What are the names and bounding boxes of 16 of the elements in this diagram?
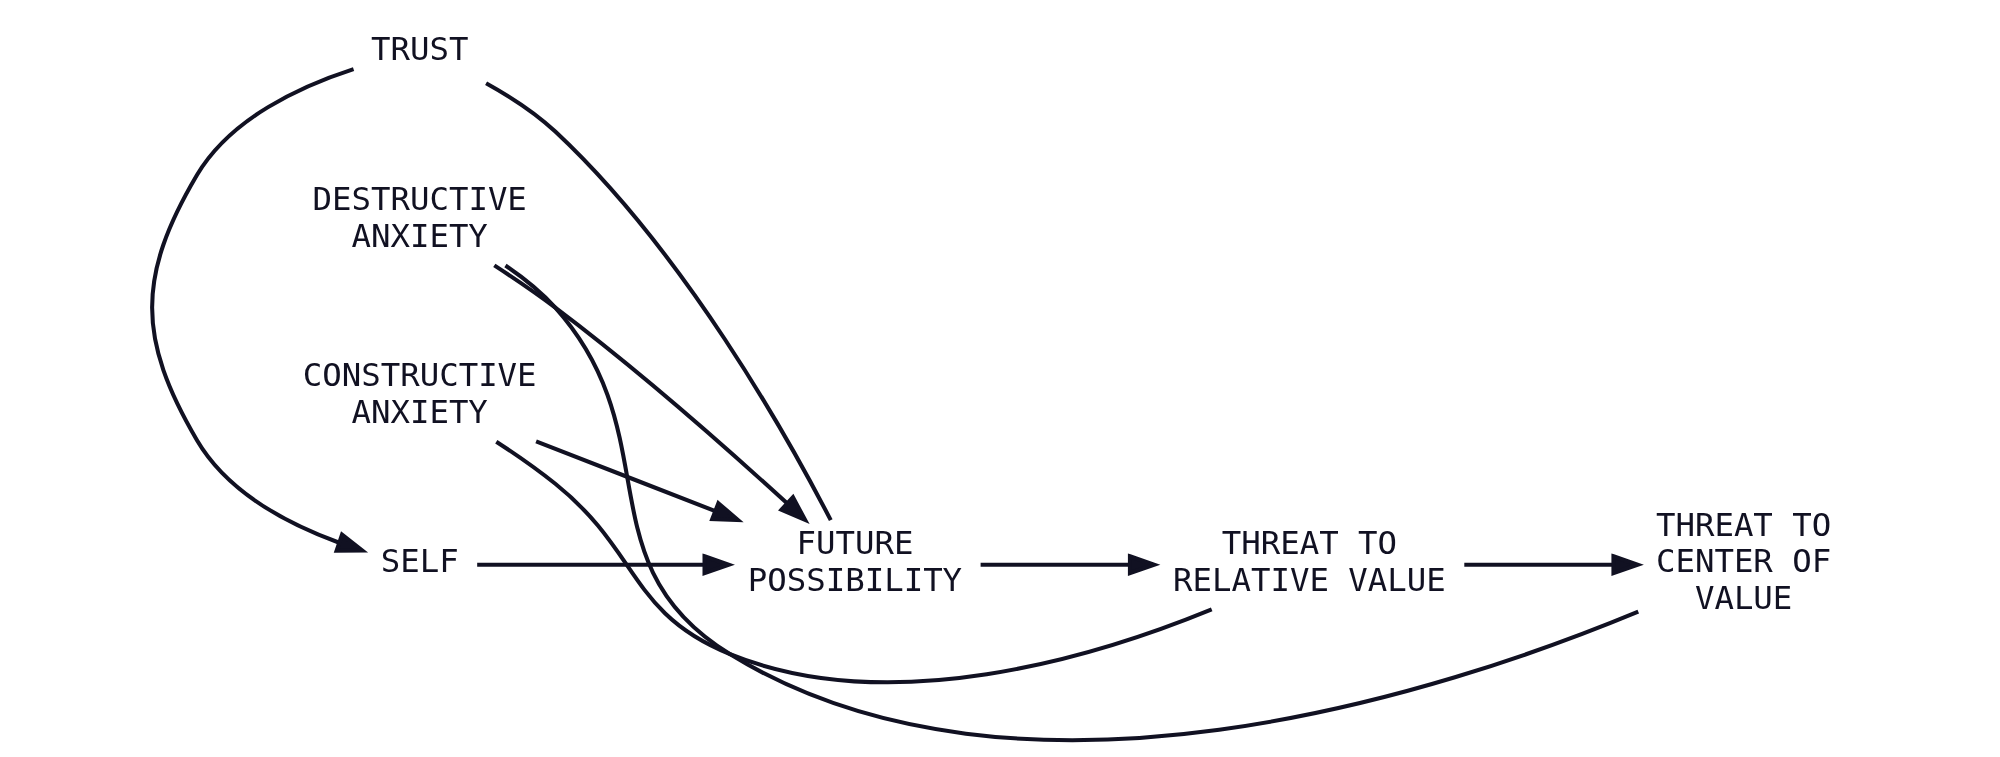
node-text: FUTURE POSSIBILITY [747, 524, 962, 599]
arrow [980, 553, 1160, 577]
arrow [492, 263, 810, 525]
node-text: CONSTRUCTIVE ANXIETY [302, 356, 537, 431]
node-text: THREAT TO CENTER OF VALUE [1655, 506, 1831, 617]
arrow [476, 553, 735, 577]
connector [494, 440, 1212, 685]
node-text: THREAT TO RELATIVE VALUE [1172, 524, 1446, 599]
connector [484, 81, 833, 522]
node-text: TRUST [370, 30, 468, 69]
arrow [1463, 553, 1644, 577]
connector [503, 263, 1639, 742]
node-text: DESTRUCTIVE ANXIETY [311, 180, 527, 255]
arrow [534, 439, 744, 523]
node-text: SELF [380, 542, 459, 581]
arrow [149, 67, 368, 553]
